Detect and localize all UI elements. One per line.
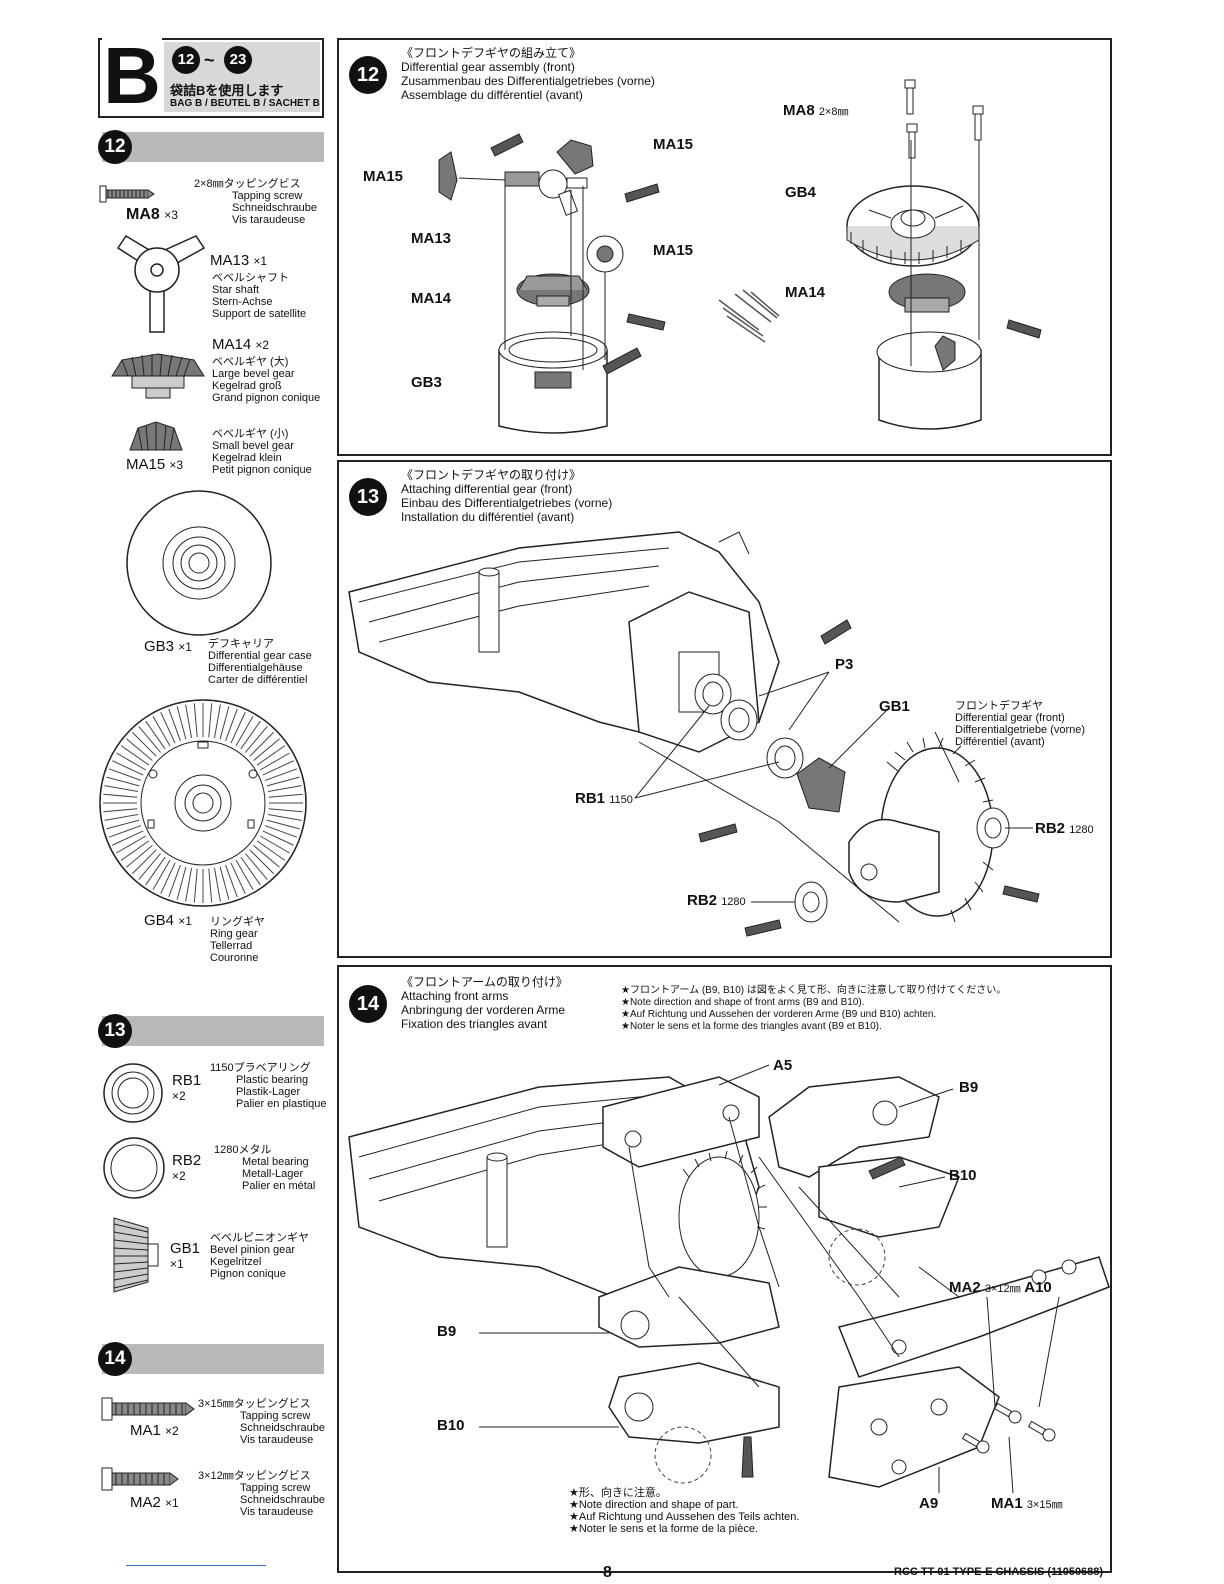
gb4-ring-gear-icon	[99, 699, 307, 907]
ma1-code: MA1 ×2	[130, 1422, 179, 1439]
ma8-code: MA8 ×3	[126, 206, 178, 223]
document-title: RCC TT-01 TYPE-E CHASSIS (11050688)	[894, 1566, 1104, 1578]
bag-letter: B	[102, 31, 162, 120]
step-12-label-ma14: MA14	[411, 290, 452, 307]
step-12-label-gb4: GB4	[785, 184, 816, 201]
step-13-title: 《フロントデフギヤの取り付け》 Attaching differential g…	[401, 468, 613, 524]
ma14-code: MA14 ×2	[212, 336, 270, 353]
step-12-label-gb3: GB3	[411, 374, 442, 391]
step-14-title: 《フロントアームの取り付け》 Attaching front arms Anbr…	[401, 975, 568, 1031]
bag-step-to-badge: 23	[224, 46, 252, 74]
ma1-screw-icon	[101, 1397, 195, 1421]
ma15-small-bevel-gear-icon	[129, 421, 183, 451]
gb1-pinion-gear-icon	[113, 1217, 159, 1293]
step-12-label-ma8: MA8 2×8㎜	[783, 102, 849, 119]
rb2-code: RB2×2	[172, 1152, 202, 1183]
step-12-panel: 12 《フロントデフギヤの組み立て》 Differential gear ass…	[337, 38, 1112, 456]
gb4-code: GB4 ×1	[144, 912, 192, 929]
bag-en-text: BAG B / BEUTEL B / SACHET B	[170, 98, 320, 109]
step-12-label-ma13: MA13	[411, 230, 452, 247]
ma13-star-shaft-icon	[116, 234, 206, 333]
step-14-top-note: ★フロントアーム (B9, B10) は図をよく見て形、向きに注意して取り付けて…	[621, 985, 1007, 1032]
step-14-label-a9: A9	[919, 1495, 939, 1512]
step-12-label-ma15-right: MA15	[653, 242, 694, 259]
ma2-screw-icon	[101, 1467, 179, 1491]
rb2-bearing-icon	[103, 1137, 165, 1199]
ma13-code: MA13 ×1	[210, 252, 268, 269]
step-13-label-rb1: RB1 1150	[575, 790, 633, 807]
step-13-label-rb2-right: RB2 1280	[1035, 820, 1094, 837]
step-14-label-b10-left: B10	[437, 1417, 465, 1434]
step-14-label-b9-right: B9	[959, 1079, 979, 1096]
ma15-code: MA15 ×3	[126, 456, 184, 473]
step-14-label-ma1: MA1 3×15㎜	[991, 1495, 1063, 1512]
page-number: 8	[603, 1564, 612, 1581]
step-14-badge: 14	[349, 985, 387, 1023]
section-14-badge: 14	[98, 1342, 132, 1376]
step-12-label-ma15-top: MA15	[653, 136, 694, 153]
bag-step-sep: ~	[204, 50, 215, 70]
section-14-bar	[102, 1344, 324, 1374]
rb2-desc: 1280メタル Metal bearing Metall-Lager Palie…	[214, 1144, 316, 1192]
bag-header: B 12 ~ 23 袋詰Bを使用します BAG B / BEUTEL B / S…	[98, 31, 324, 120]
step-12-label-ma15-left: MA15	[363, 168, 404, 185]
step-12-illustration	[438, 79, 1042, 434]
step-13-label-gb1: GB1	[879, 698, 910, 715]
section-12-badge: 12	[98, 130, 132, 164]
step-12-badge: 12	[349, 56, 387, 94]
step-13-badge: 13	[349, 478, 387, 516]
ma2-code: MA2 ×1	[130, 1494, 179, 1511]
step-13-label-p3: P3	[835, 656, 854, 673]
ma2-desc: 3×12㎜タッピングビス Tapping screw Schneidschrau…	[198, 1470, 326, 1518]
step-14-label-ma2-a10: MA2 3×12㎜ A10	[949, 1279, 1052, 1296]
ma1-desc: 3×15㎜タッピングビス Tapping screw Schneidschrau…	[198, 1398, 326, 1446]
bag-step-from-badge: 12	[172, 46, 200, 74]
gb3-diff-case-icon	[126, 490, 272, 636]
step-14-bottom-note: ★形、向きに注意。★Note direction and shape of pa…	[569, 1487, 800, 1535]
rb1-desc: 1150プラベアリング Plastic bearing Plastik-Lage…	[210, 1062, 327, 1110]
step-13-panel: 13 《フロントデフギヤの取り付け》 Attaching differentia…	[337, 460, 1112, 958]
step-14-label-a5: A5	[773, 1057, 793, 1074]
bag-info-panel: 12 ~ 23 袋詰Bを使用します BAG B / BEUTEL B / SAC…	[164, 42, 320, 112]
ma8-screw-icon	[99, 185, 155, 203]
gb1-code: GB1×1	[170, 1240, 201, 1271]
section-13-badge: 13	[98, 1014, 132, 1048]
bag-jp-text: 袋詰Bを使用します	[170, 83, 284, 98]
ma14-large-bevel-gear-icon	[111, 353, 205, 399]
step-14-panel: 14 《フロントアームの取り付け》 Attaching front arms A…	[337, 965, 1112, 1573]
step-14-label-b9-left: B9	[437, 1323, 457, 1340]
gb3-code: GB3 ×1	[144, 638, 192, 655]
step-12-title: 《フロントデフギヤの組み立て》 Differential gear assemb…	[401, 46, 655, 102]
step-13-illustration	[348, 531, 1040, 937]
rb1-code: RB1×2	[172, 1072, 202, 1103]
ma8-desc: 2×8㎜タッピングビス Tapping screw Schneidschraub…	[194, 178, 318, 226]
step-12-label-ma14-right: MA14	[785, 284, 826, 301]
rb1-bearing-icon	[103, 1063, 163, 1123]
section-12-bar	[102, 132, 324, 162]
section-13-bar	[102, 1016, 324, 1046]
step-14-label-b10-right: B10	[949, 1167, 977, 1184]
footer-rule	[126, 1565, 266, 1566]
step-14-illustration	[348, 1064, 1110, 1494]
step-13-label-rb2-left: RB2 1280	[687, 892, 746, 909]
